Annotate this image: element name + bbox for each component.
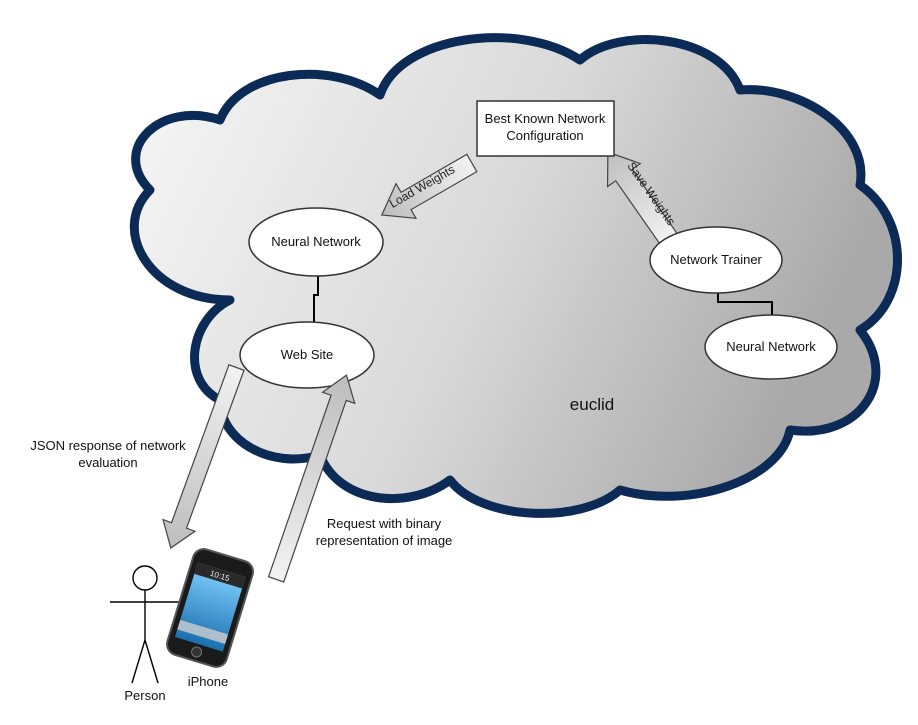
euclid-cloud — [129, 33, 902, 518]
person-figure — [110, 565, 180, 684]
json-response-line2: evaluation — [78, 455, 137, 470]
cloud-name-label: euclid — [570, 395, 614, 414]
request-arrow — [267, 374, 356, 583]
request-line1: Request with binary — [327, 516, 442, 531]
json-response-line1: JSON response of network — [30, 438, 186, 453]
best-known-line2: Configuration — [506, 128, 583, 143]
iphone-label: iPhone — [188, 674, 228, 689]
save-weights-arrow — [606, 151, 678, 246]
connector-neural-network-web-site — [313, 275, 319, 330]
iphone-device: 10:15 — [166, 548, 254, 668]
network-trainer-node: Network Trainer — [649, 226, 783, 294]
best-known-line1: Best Known Network — [485, 111, 606, 126]
neural-network-left-label: Neural Network — [271, 234, 361, 249]
json-response-arrow — [162, 364, 245, 549]
neural-network-node-left: Neural Network — [248, 207, 384, 277]
neural-network-right-label: Neural Network — [726, 339, 816, 354]
neural-network-node-right: Neural Network — [704, 314, 838, 380]
load-weights-arrow — [380, 153, 478, 220]
web-site-label: Web Site — [281, 347, 334, 362]
best-known-network-configuration-box: Best Known Network Configuration — [476, 100, 615, 157]
person-label: Person — [124, 688, 165, 703]
web-site-node: Web Site — [239, 321, 375, 389]
home-button-icon — [191, 646, 203, 658]
connector-trainer-neural-network — [717, 292, 773, 318]
request-line2: representation of image — [316, 533, 453, 548]
network-trainer-label: Network Trainer — [670, 252, 762, 267]
